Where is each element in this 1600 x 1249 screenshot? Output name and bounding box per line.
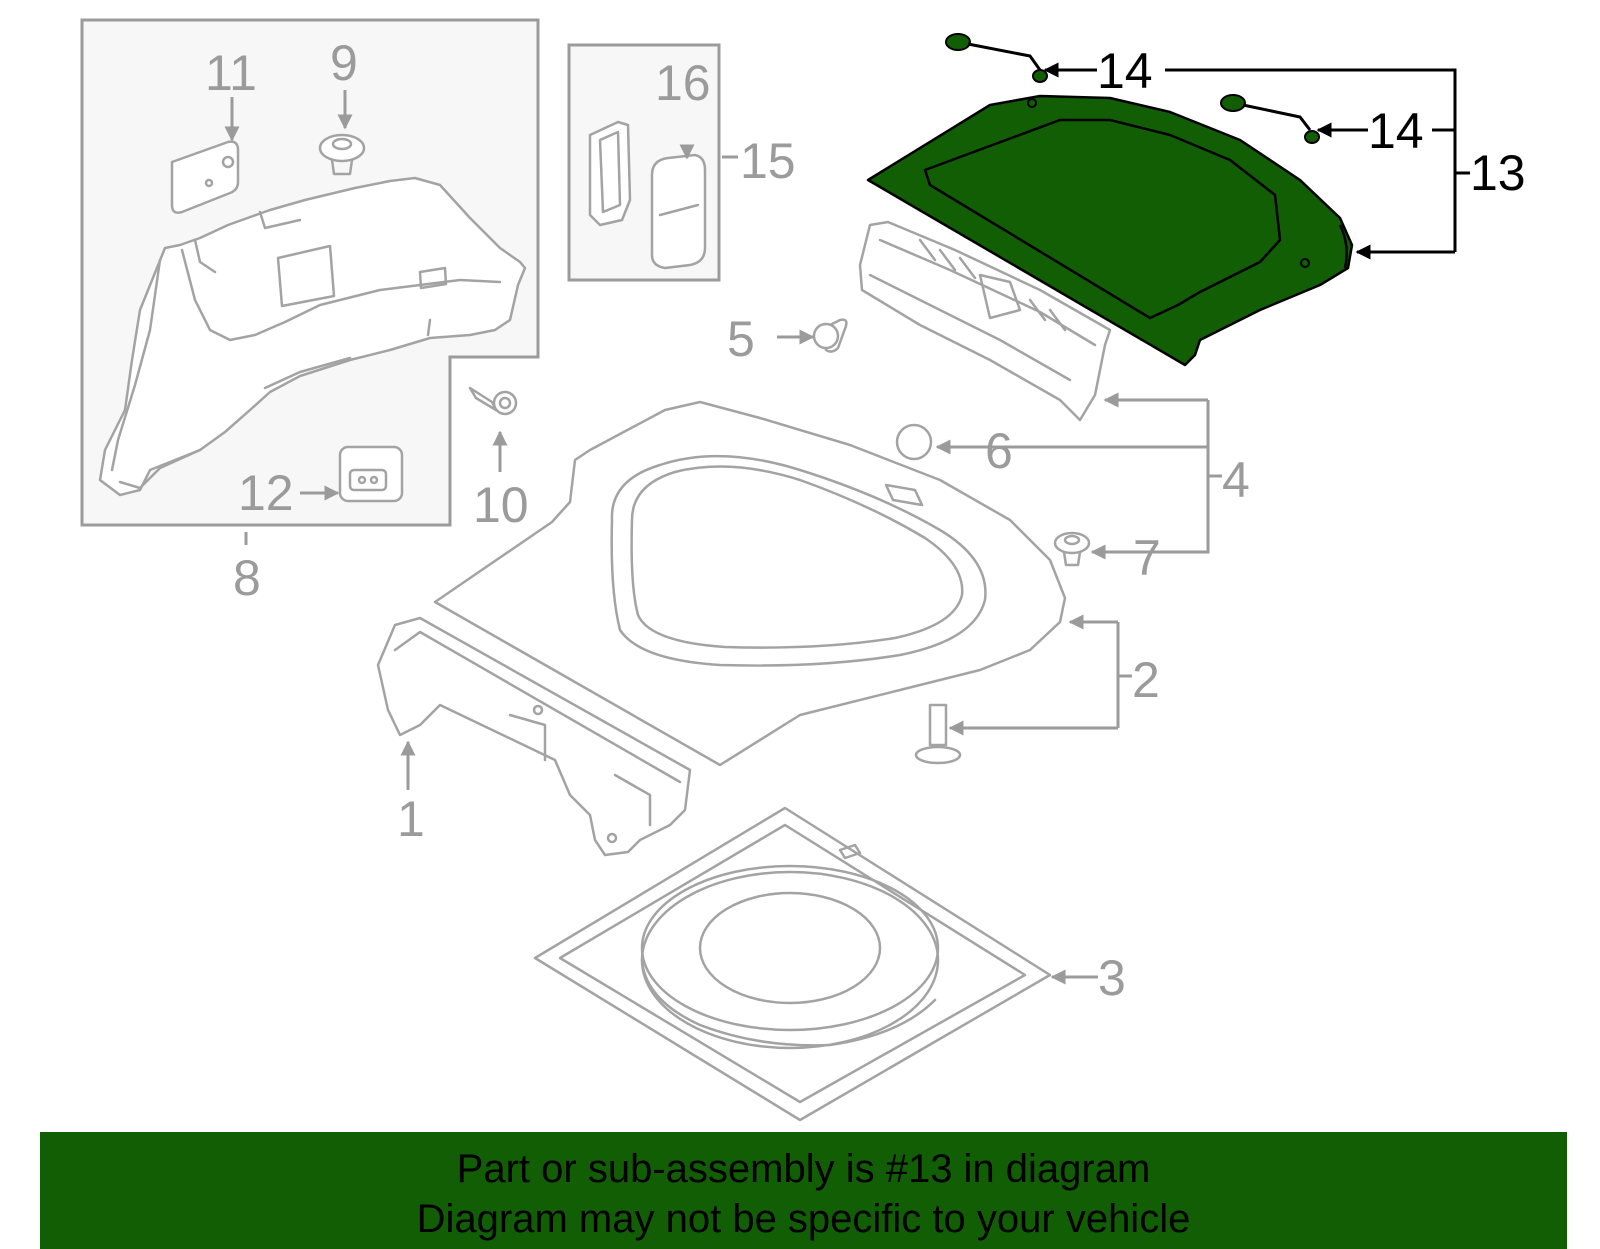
- callout-9: 9: [330, 35, 358, 91]
- callout-5: 5: [727, 311, 755, 367]
- part-14-strut-a: [945, 33, 1048, 83]
- banner-line-2: Diagram may not be specific to your vehi…: [416, 1197, 1191, 1241]
- leader-lines: [224, 90, 1222, 985]
- part-12-plug: [338, 445, 404, 503]
- part-16-lamp: [650, 153, 707, 270]
- part-3-spare-tub: [533, 806, 1052, 1122]
- part-8-quarter-trim: [98, 176, 527, 497]
- banner-line-1: Part or sub-assembly is #13 in diagram: [456, 1147, 1151, 1191]
- callout-1: 1: [397, 791, 425, 847]
- callout-14b: 14: [1368, 103, 1424, 159]
- part-11-cover: [170, 140, 240, 214]
- part-9-clip: [318, 133, 366, 176]
- info-banner: Part or sub-assembly is #13 in diagram D…: [40, 1132, 1567, 1249]
- part-6-grommet: [895, 423, 933, 461]
- part-15-housing: [588, 120, 632, 227]
- callout-8: 8: [233, 550, 261, 606]
- part-1-bracket: [376, 616, 692, 857]
- part-10-bolt: [468, 386, 518, 416]
- callout-7: 7: [1133, 530, 1161, 586]
- part-2-cargo-floor: [433, 400, 1067, 767]
- callout-2: 2: [1132, 652, 1160, 708]
- callout-6: 6: [985, 423, 1013, 479]
- callout-16: 16: [655, 55, 711, 111]
- callout-14a: 14: [1097, 43, 1153, 99]
- part-5-pushpin: [812, 318, 848, 353]
- callout-12: 12: [238, 465, 294, 521]
- callout-4: 4: [1222, 452, 1250, 508]
- part-7-clip: [1053, 531, 1091, 567]
- part-2-bolt: [914, 703, 962, 765]
- callout-11: 11: [205, 45, 257, 101]
- leader-lines-highlight: [1043, 62, 1470, 260]
- part-14-strut-b: [1220, 94, 1320, 144]
- callout-13: 13: [1470, 145, 1526, 201]
- part-13-package-tray: [866, 94, 1354, 367]
- part-4-sill-trim: [858, 220, 1112, 422]
- callout-10: 10: [473, 477, 529, 533]
- callout-3: 3: [1098, 950, 1126, 1006]
- callout-15: 15: [740, 133, 796, 189]
